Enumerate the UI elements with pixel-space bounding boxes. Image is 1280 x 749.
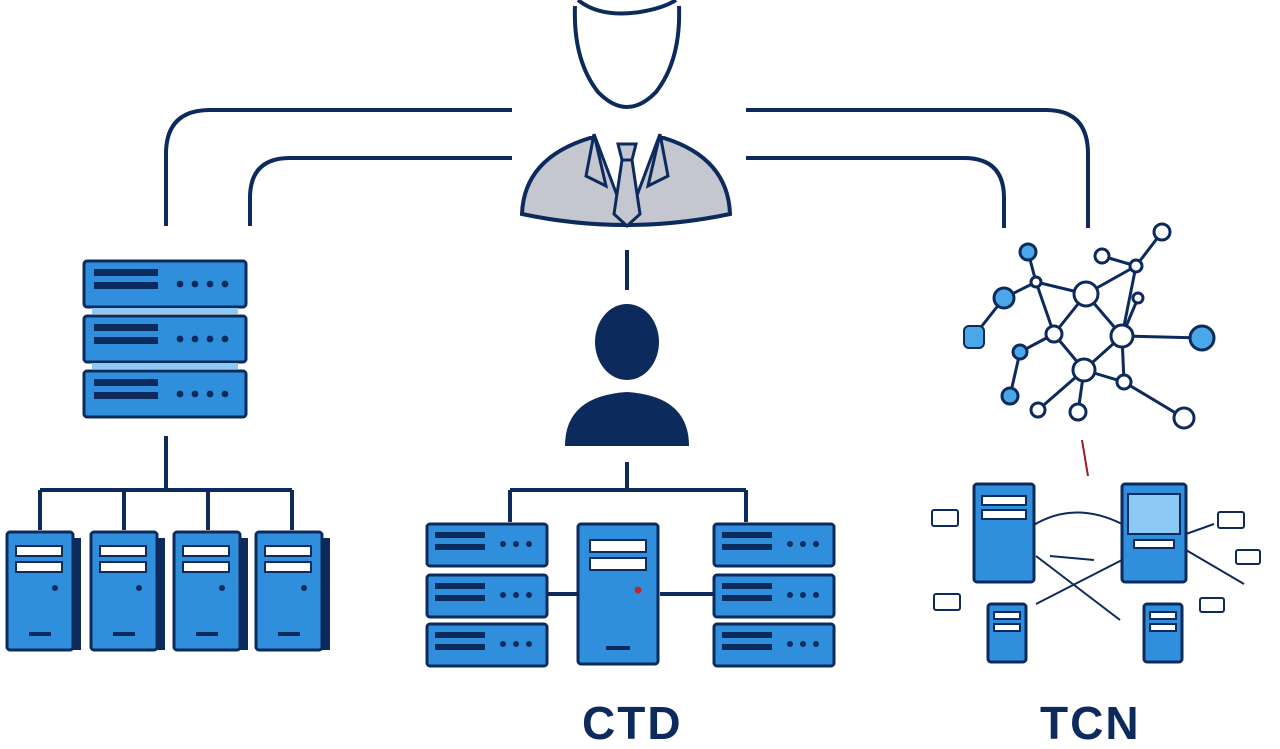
center-main-server — [576, 522, 660, 666]
left-tree-lines — [38, 436, 294, 530]
database-icon — [963, 325, 985, 349]
network-architecture-diagram — [5, 0, 1261, 668]
connector-right-outer — [746, 108, 1090, 228]
caption-center: CTD — [582, 697, 683, 749]
right-tower-left — [972, 482, 1036, 584]
network-graph-icon — [963, 222, 1216, 430]
workstation-4 — [254, 530, 332, 652]
workstation-1 — [5, 530, 83, 652]
connector-left-inner — [248, 156, 512, 226]
right-mini-tower-right — [1142, 602, 1184, 664]
red-link-mark — [1081, 439, 1089, 477]
left-rack-server — [82, 259, 248, 419]
connector-right-inner — [746, 156, 1006, 228]
caption-right: TCN — [1040, 697, 1141, 749]
right-tower-right — [1120, 482, 1188, 584]
left-workstations — [5, 530, 332, 652]
user-silhouette-icon — [565, 304, 689, 446]
right-server-cluster — [931, 482, 1261, 664]
center-rack-right — [712, 522, 836, 668]
workstation-3 — [172, 530, 250, 652]
peripheral-device-icons — [931, 509, 1261, 613]
top-connectors — [164, 108, 1090, 290]
workstation-2 — [89, 530, 167, 652]
connector-left-outer — [164, 108, 512, 226]
right-mini-tower-left — [986, 602, 1028, 664]
businessman-icon — [519, 0, 733, 229]
center-tree-lines — [508, 462, 748, 596]
center-rack-left — [425, 522, 549, 668]
